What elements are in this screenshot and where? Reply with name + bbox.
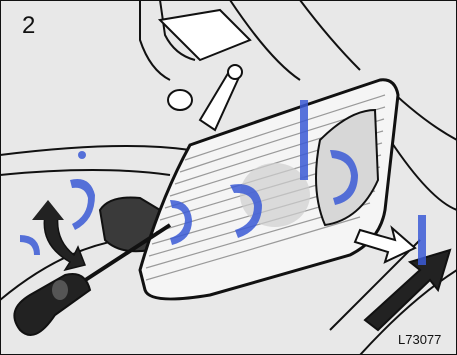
step-number: 2 (22, 14, 35, 38)
figure-code: L73077 (398, 333, 441, 346)
